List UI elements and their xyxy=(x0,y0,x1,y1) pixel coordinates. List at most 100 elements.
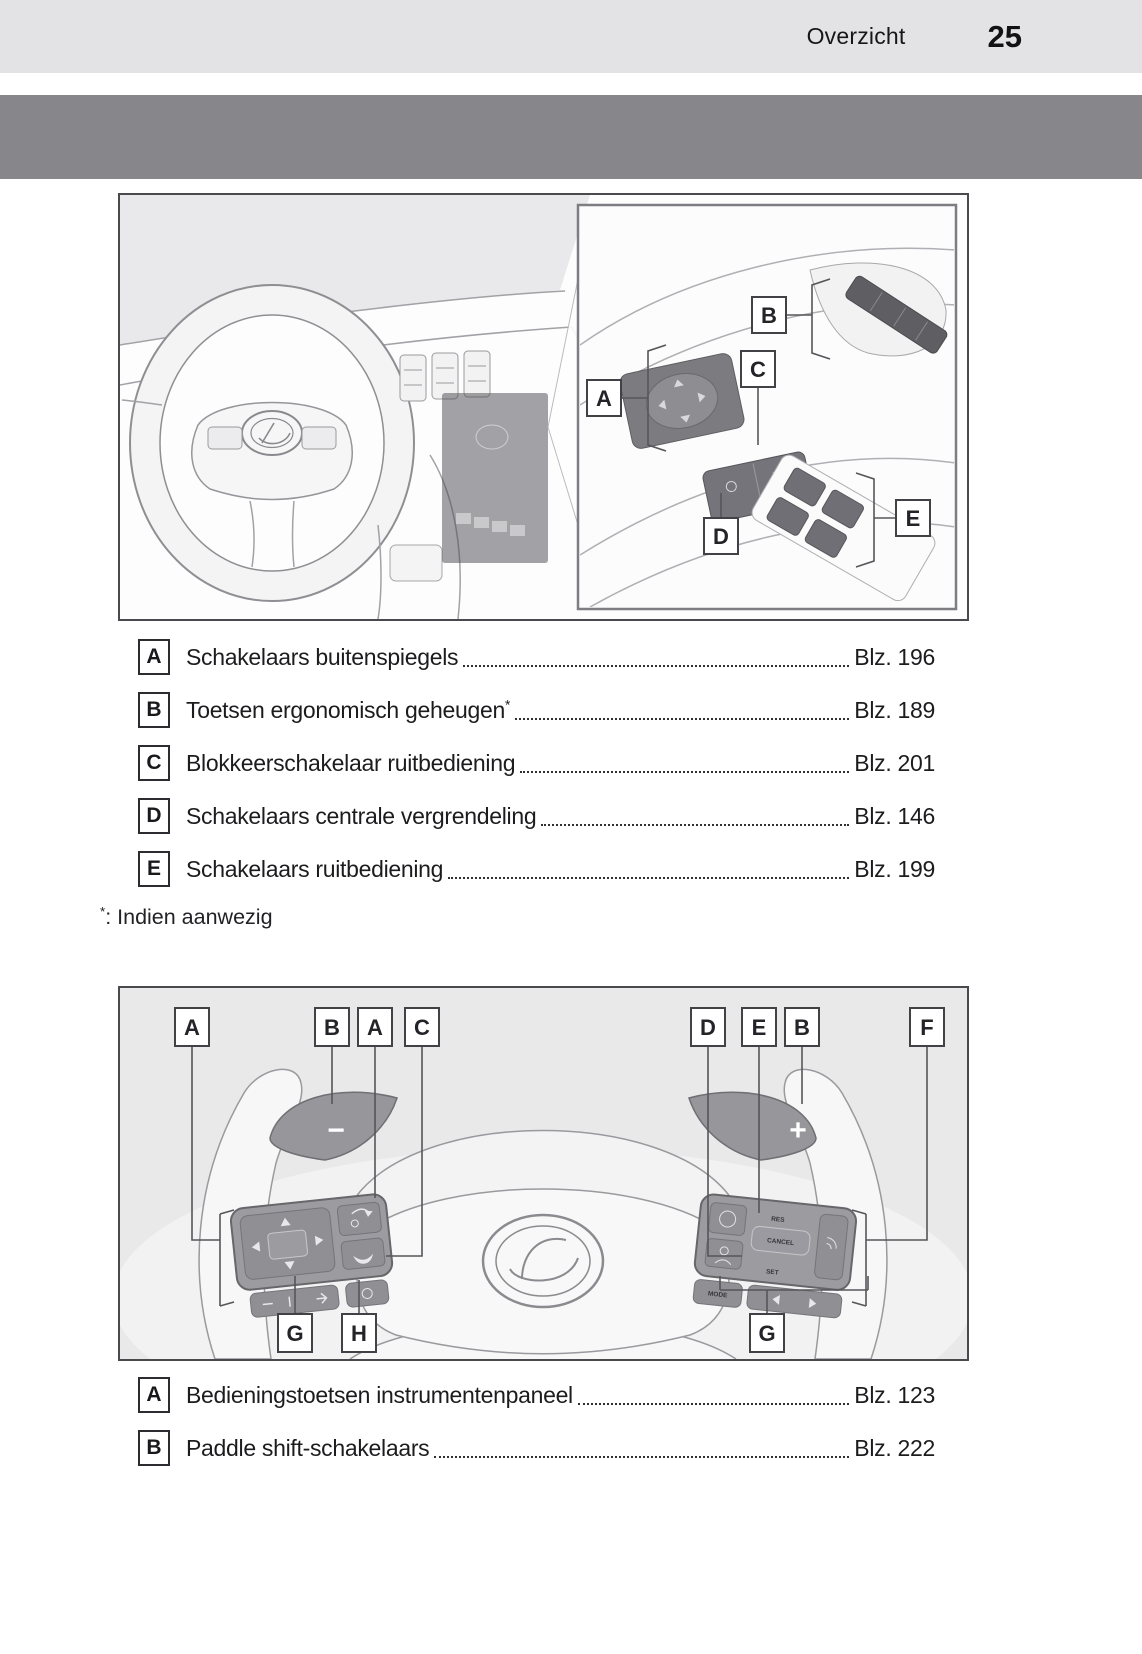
callout-box-h: H xyxy=(341,1313,377,1354)
dotted-leader xyxy=(463,665,850,667)
wheel-switch-left xyxy=(207,426,243,450)
radar-cruise-icon xyxy=(826,1237,837,1250)
figure-cockpit-door-switches: A B C D E xyxy=(118,193,969,621)
page-reference: Blz. 146 xyxy=(854,802,935,829)
svg-text:B: B xyxy=(761,303,777,328)
svg-text:G: G xyxy=(758,1321,775,1346)
svg-text:A: A xyxy=(596,386,612,411)
legend-label: Schakelaars centrale vergrendeling xyxy=(186,802,537,829)
dotted-leader xyxy=(448,877,850,879)
chapter-band xyxy=(0,95,1142,179)
legend-row: B Paddle shift-schakelaars Blz. 222 xyxy=(138,1430,935,1467)
page-reference: Blz. 201 xyxy=(854,749,935,776)
page-header: Overzicht 25 xyxy=(0,0,1142,73)
footnote-marker: * xyxy=(100,904,106,919)
callout-box-a1: A xyxy=(174,1007,210,1048)
svg-text:SET: SET xyxy=(766,1269,779,1277)
callout-box-c: C xyxy=(404,1007,440,1048)
legend-label: Blokkeerschakelaar ruitbediening xyxy=(186,749,516,776)
legend-label: Toetsen ergonomisch geheugen* xyxy=(186,696,511,723)
callout-box-d: D xyxy=(703,517,739,555)
figure2-callout-lines xyxy=(191,1046,928,1315)
callout-box-c: C xyxy=(740,350,776,388)
key-box: E xyxy=(138,851,170,887)
legend-label: Bedieningstoetsen instrumentenpaneel xyxy=(186,1381,573,1408)
callout-box-b2: B xyxy=(784,1007,820,1048)
figure1-callouts: A B C D E xyxy=(586,278,931,568)
svg-text:F: F xyxy=(920,1015,933,1040)
svg-text:RES: RES xyxy=(771,1216,786,1224)
key-box: A xyxy=(138,1377,170,1414)
svg-text:CANCEL: CANCEL xyxy=(767,1237,795,1247)
lexus-logo-icon xyxy=(481,1213,605,1309)
page-reference: Blz. 189 xyxy=(854,696,935,723)
paddle-shift-right: + xyxy=(688,1091,817,1161)
wheel-switch-right xyxy=(301,426,337,450)
callout-box-g1: G xyxy=(277,1313,313,1354)
legend-label: Schakelaars ruitbediening xyxy=(186,855,444,882)
cockpit-illustration: A B C D E xyxy=(120,195,967,619)
dotted-leader xyxy=(434,1456,850,1459)
speed-limiter-icon xyxy=(719,1210,737,1228)
svg-text:D: D xyxy=(700,1015,716,1040)
page-reference: Blz. 222 xyxy=(854,1434,935,1461)
memory-buttons xyxy=(845,275,948,354)
callout-box-d: D xyxy=(690,1007,726,1048)
svg-text:E: E xyxy=(906,506,921,531)
figure2-bottom-callouts: G H G xyxy=(277,1313,785,1354)
legend-row: C Blokkeerschakelaar ruitbediening Blz. … xyxy=(138,745,935,781)
svg-text:C: C xyxy=(414,1015,430,1040)
track-seek-icons xyxy=(262,1292,328,1307)
right-button-cluster: RES CANCEL SET MODE xyxy=(692,1193,858,1319)
key-box: B xyxy=(138,692,170,728)
steering-wheel-sketch xyxy=(121,284,415,602)
svg-text:A: A xyxy=(367,1015,383,1040)
legend-row: A Schakelaars buitenspiegels Blz. 196 xyxy=(138,639,935,675)
footnote-text: : Indien aanwezig xyxy=(105,905,273,930)
phone-icon xyxy=(353,1253,374,1264)
key-box: A xyxy=(138,639,170,675)
legend-door-switches: A Schakelaars buitenspiegels Blz. 196 B … xyxy=(138,639,935,887)
section-title: Overzicht xyxy=(806,23,906,49)
legend-steering-wheel: A Bedieningstoetsen instrumentenpaneel B… xyxy=(138,1377,935,1467)
svg-text:A: A xyxy=(184,1015,200,1040)
key-box: D xyxy=(138,798,170,834)
svg-text:+: + xyxy=(789,1114,807,1147)
steering-wheel-illustration: − + RES CANCEL SET MODE xyxy=(120,988,967,1360)
dotted-leader xyxy=(577,1403,850,1406)
legend-row: B Toetsen ergonomisch geheugen* Blz. 189 xyxy=(138,692,935,728)
svg-text:H: H xyxy=(351,1321,367,1346)
callout-box-b: B xyxy=(751,296,787,334)
legend-label: Schakelaars buitenspiegels xyxy=(186,643,459,670)
paddle-shift-left: − xyxy=(269,1091,398,1161)
dash-vents xyxy=(399,350,491,402)
figure-steering-wheel-controls: − + RES CANCEL SET MODE xyxy=(118,986,969,1362)
dotted-leader xyxy=(520,771,850,773)
svg-text:−: − xyxy=(327,1114,345,1147)
figure2-top-callouts: A B A C D E B F xyxy=(174,1007,945,1048)
svg-text:B: B xyxy=(794,1015,810,1040)
svg-text:D: D xyxy=(713,524,729,549)
page-number: 25 xyxy=(987,18,1022,54)
legend-row: D Schakelaars centrale vergrendeling Blz… xyxy=(138,798,935,834)
mirror-control xyxy=(619,353,745,449)
door-highlight-region xyxy=(442,393,548,563)
voice-command-icon xyxy=(350,1208,373,1228)
left-button-cluster xyxy=(229,1193,394,1318)
svg-text:MODE: MODE xyxy=(708,1291,729,1300)
callout-box-a: A xyxy=(586,379,622,417)
legend-row: E Schakelaars ruitbediening Blz. 199 xyxy=(138,851,935,887)
dotted-leader xyxy=(541,824,850,826)
legend-label: Paddle shift-schakelaars xyxy=(186,1434,430,1461)
footnote: *: Indien aanwezig xyxy=(100,904,1142,930)
callout-box-b1: B xyxy=(314,1007,350,1048)
svg-text:G: G xyxy=(286,1321,303,1346)
svg-text:C: C xyxy=(750,357,766,382)
key-box: B xyxy=(138,1430,170,1467)
svg-text:E: E xyxy=(752,1015,767,1040)
shifter-area xyxy=(389,544,443,582)
legend-row: A Bedieningstoetsen instrumentenpaneel B… xyxy=(138,1377,935,1414)
page-reference: Blz. 123 xyxy=(854,1381,935,1408)
callout-box-f: F xyxy=(909,1007,945,1048)
